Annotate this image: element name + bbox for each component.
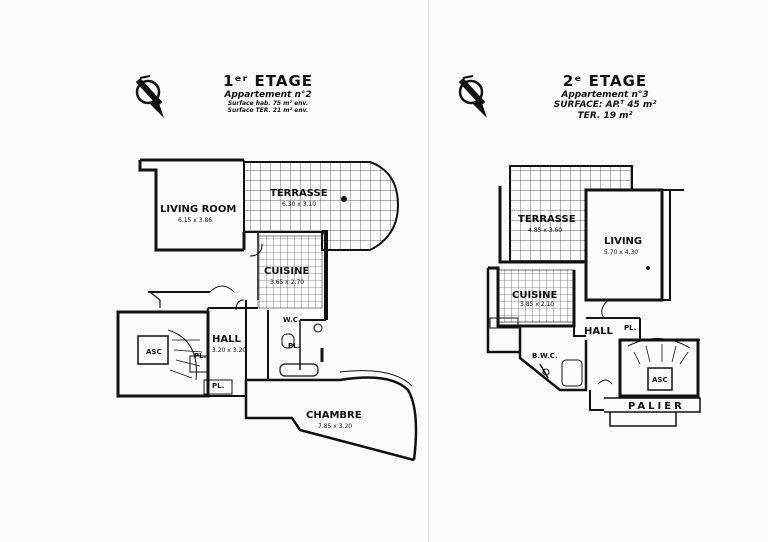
left-terrasse-label: TERRASSE xyxy=(270,188,328,199)
left-chambre-label: CHAMBRE xyxy=(306,410,362,421)
left-hall-label: HALL xyxy=(212,334,241,345)
right-living-label: LIVING xyxy=(604,236,642,247)
left-etage-title: 1ᵉʳ ETAGE xyxy=(222,72,314,90)
right-living-dim: 5.70 x 4.30 xyxy=(604,249,638,256)
left-living-label: LIVING ROOM xyxy=(160,204,236,215)
left-terrasse-dim: 6.30 x 3.10 xyxy=(282,201,316,208)
right-cuisine-label: CUISINE xyxy=(512,290,557,301)
right-terrasse-dim: 4.85 x 3.60 xyxy=(528,227,562,234)
right-terrasse-label: TERRASSE xyxy=(518,214,576,225)
left-wc-label: W.C. xyxy=(283,316,301,324)
left-pl-label-1: PL. xyxy=(194,352,206,360)
compass-arrow-icon-right xyxy=(458,75,487,118)
right-hall-label: HALL xyxy=(584,326,613,337)
right-etage-title: 2ᵉ ETAGE xyxy=(562,72,648,90)
left-living-dim: 6.15 x 3.86 xyxy=(178,217,212,224)
right-pl-label: PL. xyxy=(624,324,636,332)
left-chambre-dim: 7.85 x 3.20 xyxy=(318,423,352,430)
right-header: 2ᵉ ETAGE Appartement n°3 SURFACE: AP.ᵀ 4… xyxy=(545,72,665,122)
left-page xyxy=(428,0,429,542)
right-floor-plan xyxy=(486,165,701,427)
right-asc-label: ASC xyxy=(652,376,668,384)
right-bwc-label: B.W.C. xyxy=(532,352,558,360)
left-apartment-number: Appartement n°2 xyxy=(224,90,312,100)
left-cuisine-label: CUISINE xyxy=(264,266,309,277)
right-surface-ap: SURFACE: AP.ᵀ 45 m² xyxy=(553,100,657,110)
right-cuisine-dim: 3.85 x 2.10 xyxy=(520,301,554,308)
right-palier-label: PALIER xyxy=(628,401,685,412)
left-surface-ter: Surface TER. 21 m² env. xyxy=(227,107,309,114)
left-pl-label-3: PL. xyxy=(288,342,300,350)
left-header: 1ᵉʳ ETAGE Appartement n°2 Surface hab. 7… xyxy=(218,72,318,114)
left-hall-dim: 3.20 x 3.20 xyxy=(212,347,246,354)
right-surface-ter: TER. 19 m² xyxy=(577,111,633,121)
left-floor-plan xyxy=(116,158,418,462)
left-asc-label: ASC xyxy=(146,348,162,356)
compass-arrow-icon-left xyxy=(135,75,164,118)
left-cuisine-dim: 3.65 x 2.70 xyxy=(270,279,304,286)
left-surface-hab: Surface hab. 75 m² env. xyxy=(227,100,309,107)
right-apartment-number: Appartement n°3 xyxy=(561,90,649,100)
left-pl-label-2: PL. xyxy=(212,382,224,390)
